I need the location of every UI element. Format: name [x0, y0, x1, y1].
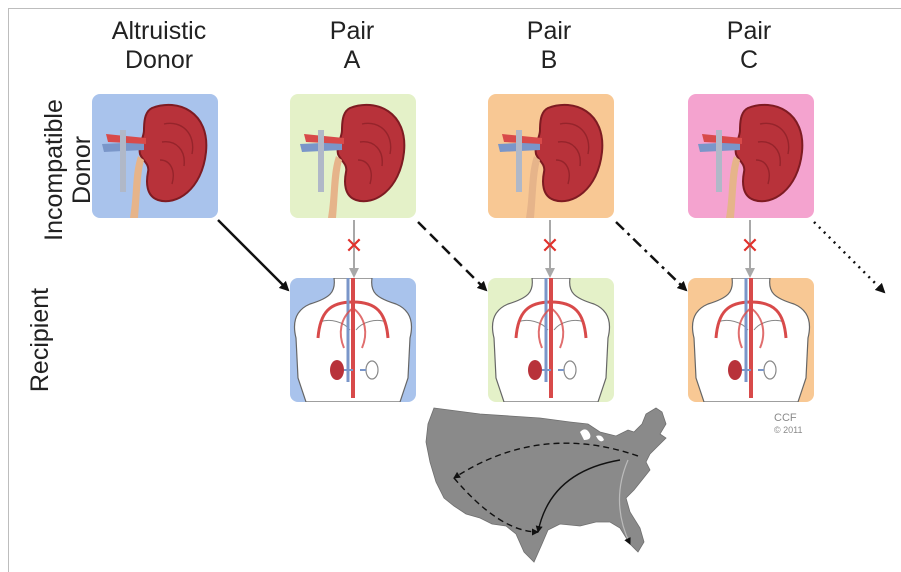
us-map-shape	[426, 408, 666, 562]
incompatible-cross-b: ✕	[541, 234, 559, 259]
arrow-c-onward	[814, 222, 884, 292]
incompatible-cross-c: ✕	[741, 234, 759, 259]
credit-line1: CCF	[774, 412, 803, 424]
arrow-altruistic-to-a	[218, 220, 288, 290]
copyright-credit: CCF © 2011	[774, 412, 803, 436]
incompatible-cross-a: ✕	[345, 234, 363, 259]
us-map	[420, 402, 690, 564]
arrow-b-to-c	[616, 222, 686, 290]
arrow-a-to-b	[418, 222, 486, 290]
credit-line2: © 2011	[774, 424, 803, 436]
